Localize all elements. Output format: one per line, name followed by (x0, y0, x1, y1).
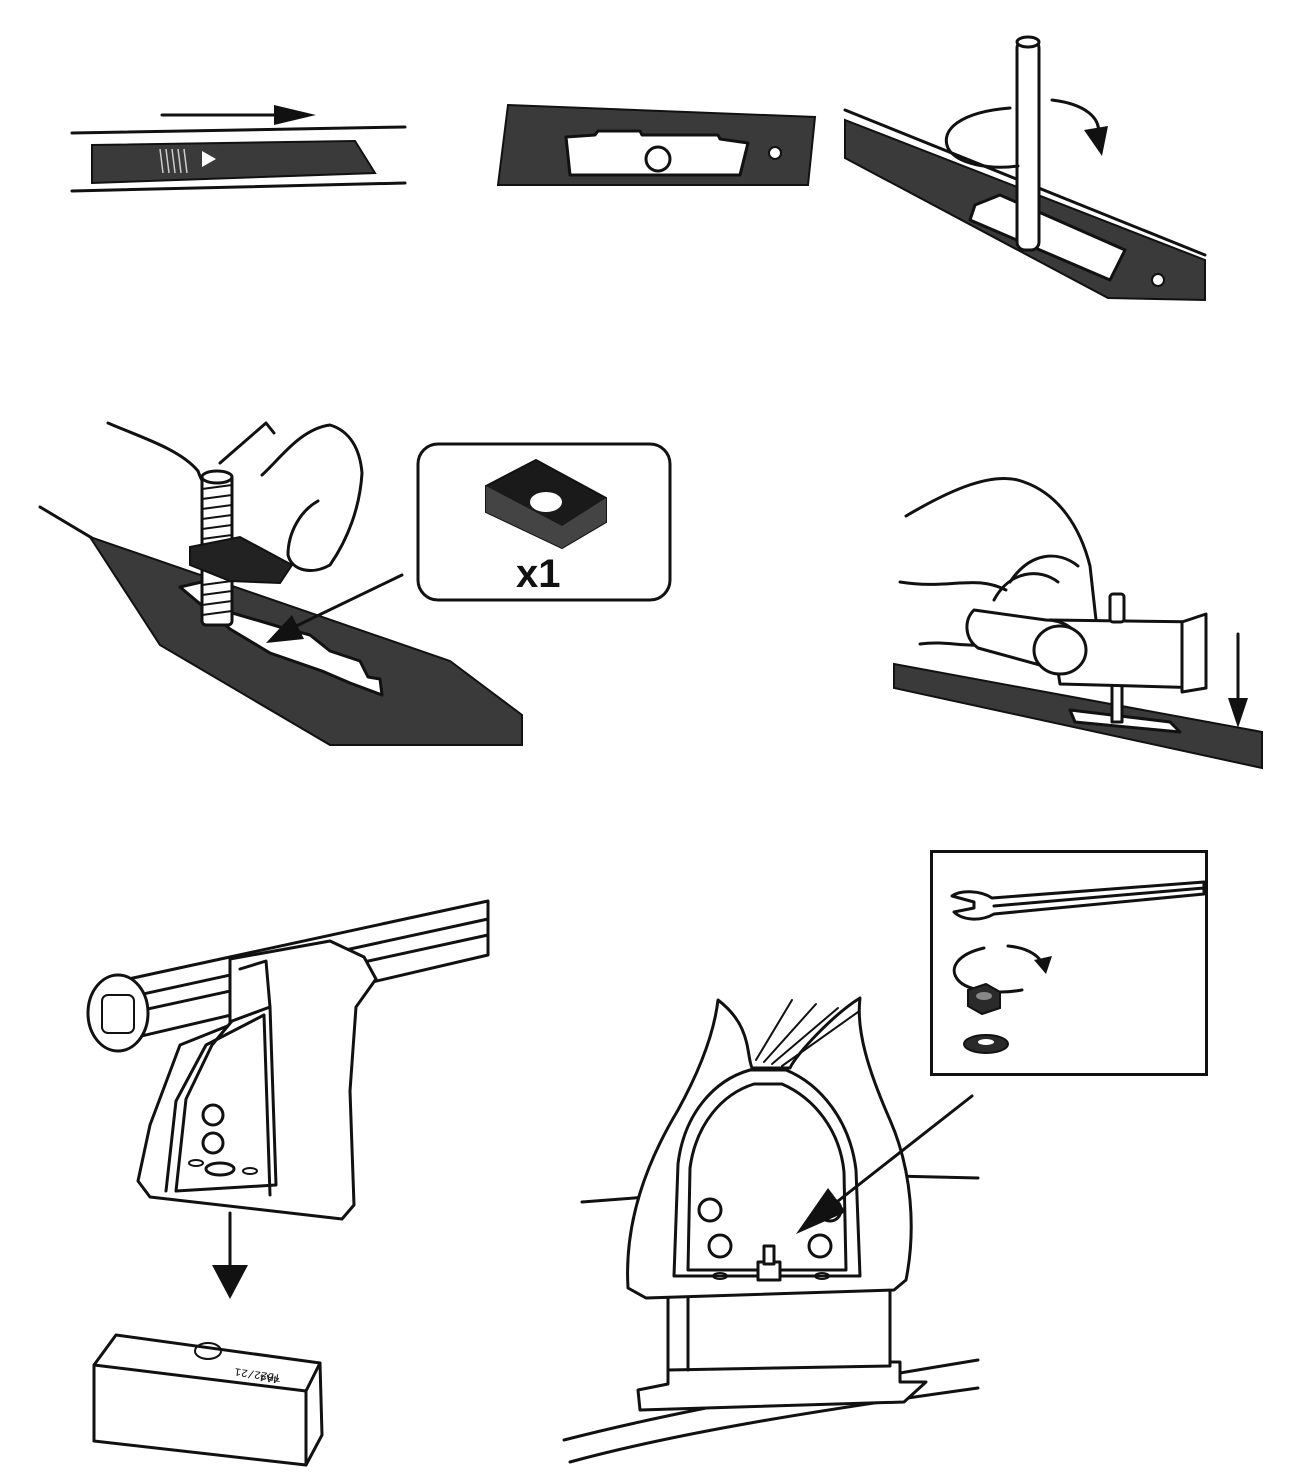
washer-icon (963, 1034, 1009, 1054)
arrow-down-left-icon (796, 1094, 974, 1234)
arrow-right-icon (160, 105, 316, 125)
play-triangle-icon (202, 151, 216, 167)
arrow-down-icon (1228, 632, 1248, 728)
tighten-nut-callout (930, 850, 1208, 1076)
step-insert-bolt (30, 415, 530, 755)
wrench-icon (950, 880, 1206, 921)
step-foot-pad: TD22/21 4A4 (80, 895, 492, 1475)
arrow-down-left-icon (266, 573, 404, 643)
accessory-pad-callout: x1 (416, 442, 672, 602)
wrench-nut-illustration (930, 850, 1208, 1076)
rail-hole-icon (1151, 273, 1165, 287)
tighten-nut-illustration (562, 996, 980, 1464)
slide-cover-illustration (70, 105, 407, 193)
grip-lines-icon (159, 148, 188, 174)
accessory-pad-illustration (416, 442, 672, 602)
step-tighten-nut (560, 990, 980, 1475)
step-slide-cover (60, 95, 420, 205)
step-rail-slot (490, 95, 820, 195)
rotate-arrow-icon (944, 98, 1108, 169)
pad-stamp-line2: 4A4 (259, 1370, 281, 1385)
nut-icon (967, 982, 1001, 1016)
press-tool-illustration (893, 477, 1263, 770)
rotate-tool-illustration (843, 35, 1207, 302)
rail-slot-illustration (496, 103, 817, 186)
step-press-tool (890, 470, 1270, 770)
step-rotate-tool (840, 30, 1215, 305)
rotate-arrow-icon (952, 944, 1052, 994)
foot-pad-illustration: TD22/21 4A4 (86, 899, 490, 1467)
rail-hole-icon (768, 146, 782, 160)
arrow-down-icon (212, 1211, 248, 1299)
insert-bolt-illustration (38, 421, 523, 746)
pad-quantity-label: x1 (516, 552, 561, 596)
